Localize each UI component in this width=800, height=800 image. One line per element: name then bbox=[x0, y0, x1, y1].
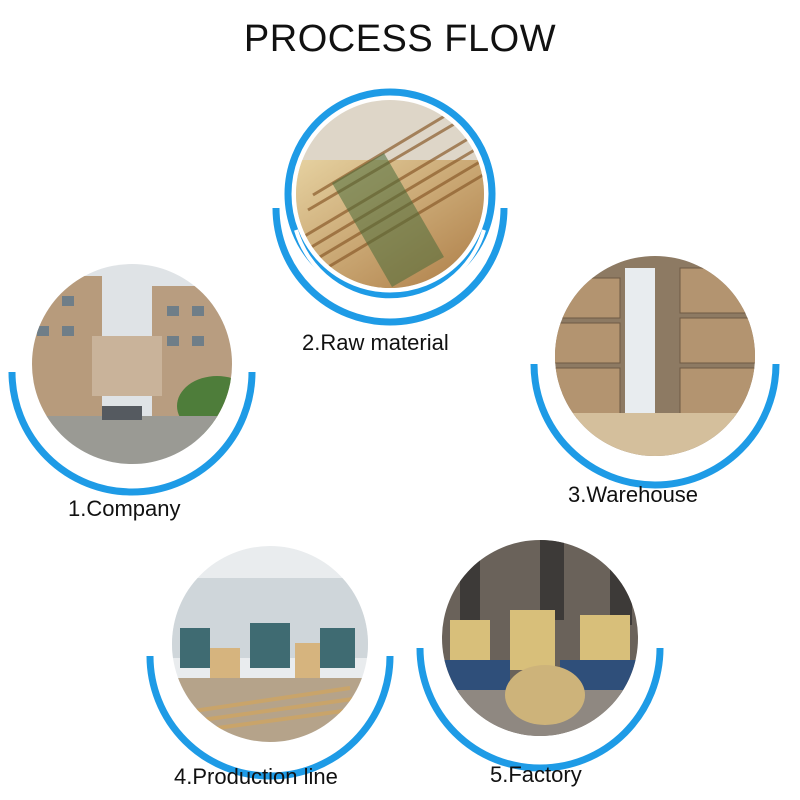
step-factory: 5.Factory bbox=[416, 530, 670, 787]
step-label: 2.Raw material bbox=[302, 330, 449, 355]
step-warehouse: 3.Warehouse bbox=[530, 248, 780, 507]
page-title: PROCESS FLOW bbox=[243, 18, 557, 60]
step-company: 1.Company bbox=[8, 256, 262, 521]
company-building-photo-icon bbox=[8, 264, 256, 496]
step-production-line: 4.Production line bbox=[146, 538, 400, 789]
step-label: 1.Company bbox=[68, 496, 181, 521]
step-label: 3.Warehouse bbox=[568, 482, 699, 507]
production-line-photo-icon bbox=[146, 546, 394, 780]
step-label: 5.Factory bbox=[490, 762, 582, 787]
step-raw-material: 2.Raw material bbox=[268, 88, 518, 355]
warehouse-boxes-photo-icon bbox=[530, 256, 780, 489]
bamboo-bundles-photo-icon bbox=[272, 88, 508, 326]
step-label: 4.Production line bbox=[174, 764, 338, 789]
factory-floor-photo-icon bbox=[416, 540, 664, 772]
